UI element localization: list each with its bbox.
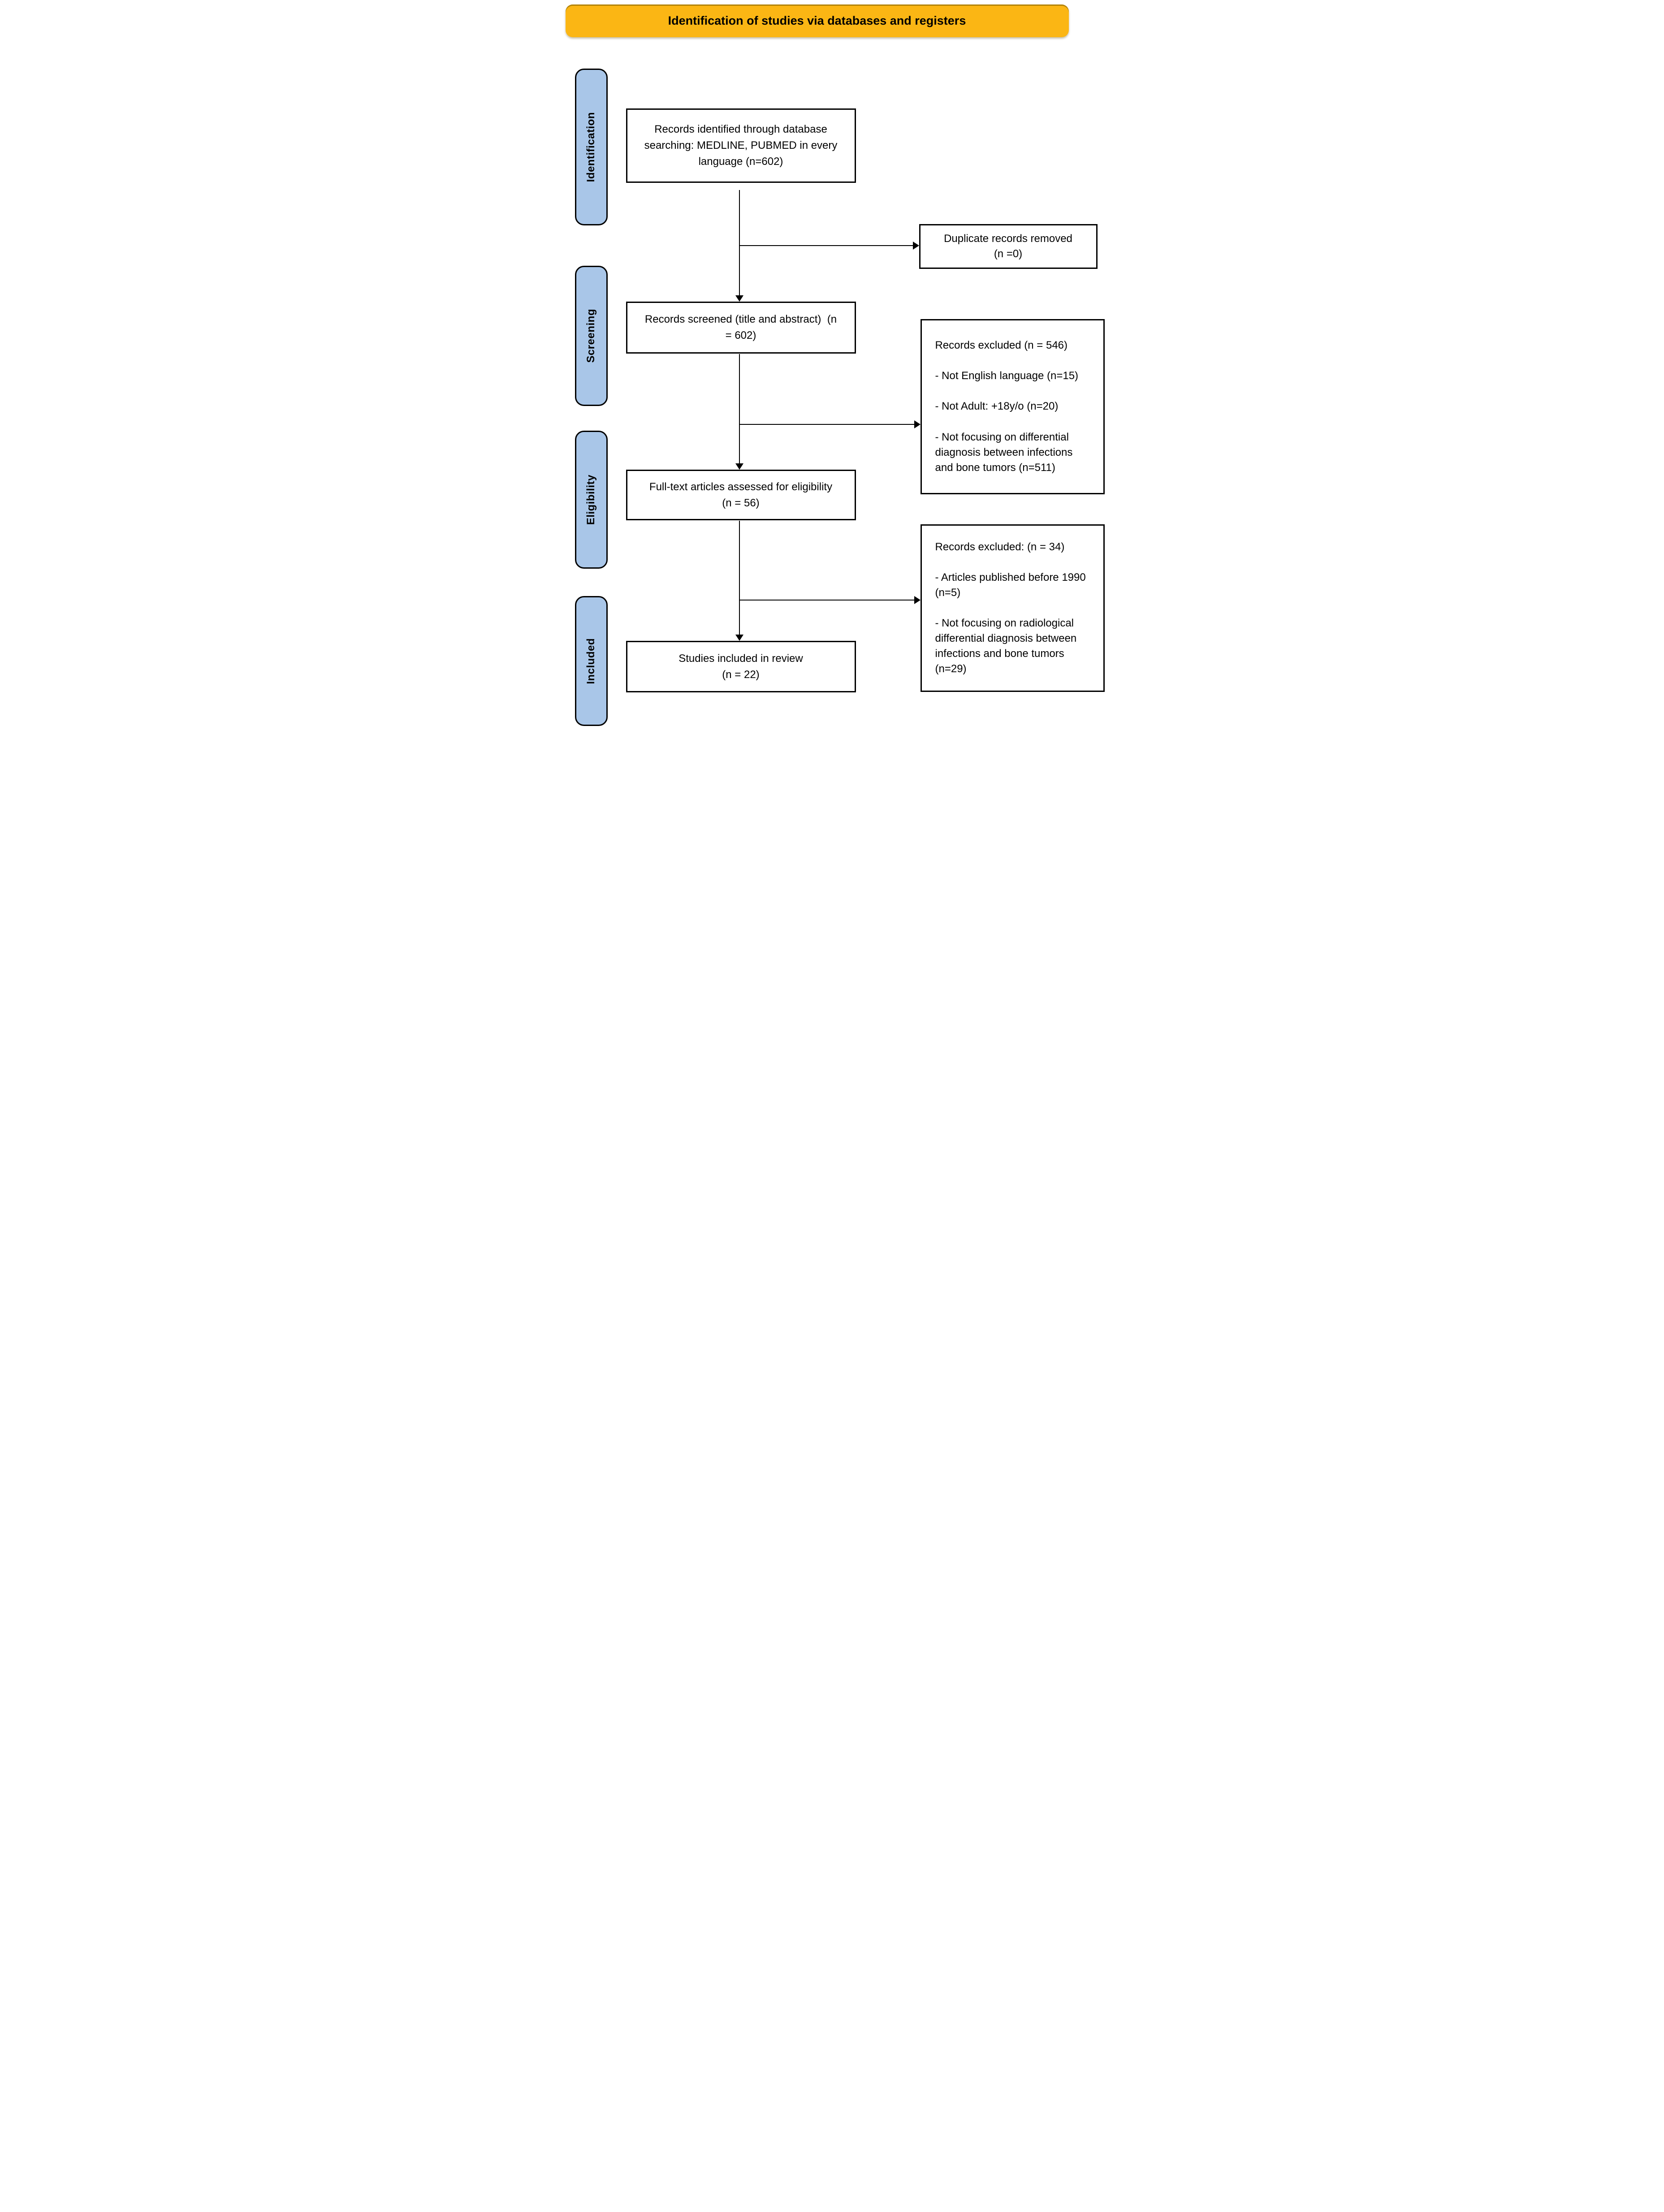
- arrow-right-icon: [914, 596, 921, 604]
- box-records-excluded-fulltext: Records excluded: (n = 34) - Articles pu…: [920, 524, 1105, 692]
- arrow-branch-to-excluded-screening-line: [739, 424, 915, 425]
- arrow-branch-to-excluded-fulltext-line: [739, 600, 915, 601]
- stage-bar-identification: Identification: [575, 69, 608, 225]
- box-records-excluded-screening: Records excluded (n = 546) - Not English…: [920, 319, 1105, 494]
- arrow-branch-to-duplicates-line: [739, 245, 913, 246]
- banner-title-label: Identification of studies via databases …: [668, 14, 966, 27]
- box-records-identified-line: Records identified through database: [654, 123, 827, 135]
- stage-label-eligibility: Eligibility: [585, 474, 597, 525]
- box-records-identified-line: language (n=602): [698, 156, 783, 168]
- arrow-fulltext-to-included-line: [739, 521, 740, 635]
- box-records-screened: Records screened (title and abstract) (n…: [626, 302, 856, 354]
- box-records-screened-line: Records screened (title and abstract) (n: [644, 313, 837, 325]
- box-studies-included: Studies included in review (n = 22): [626, 641, 856, 692]
- box-records-screened-line: = 602): [725, 329, 756, 341]
- box-records-identified-line: searching: MEDLINE, PUBMED in every: [644, 139, 838, 151]
- box-duplicate-records-removed: Duplicate records removed (n =0): [919, 224, 1098, 269]
- box-records-identified: Records identified through database sear…: [626, 108, 856, 183]
- excluded-screening-reason: - Not Adult: +18y/o (n=20): [935, 400, 1059, 413]
- arrow-down-icon: [735, 635, 743, 641]
- prisma-flow-diagram: Identification of studies via databases …: [554, 0, 1110, 737]
- excluded-screening-reason: - Not English language (n=15): [935, 370, 1079, 382]
- box-full-text-assessed-line: Full-text articles assessed for eligibil…: [649, 480, 833, 493]
- arrow-screened-to-fulltext-line: [739, 354, 740, 464]
- arrow-identified-to-screened-line: [739, 190, 740, 296]
- box-duplicates-line: Duplicate records removed: [944, 232, 1072, 245]
- banner-title: Identification of studies via databases …: [565, 4, 1069, 37]
- arrow-right-icon: [914, 420, 921, 428]
- arrow-right-icon: [912, 242, 919, 250]
- excluded-fulltext-header: Records excluded: (n = 34): [935, 540, 1065, 553]
- excluded-screening-reason: - Not focusing on differential diagnosis…: [935, 431, 1073, 474]
- stage-label-included: Included: [585, 638, 597, 684]
- arrow-down-icon: [735, 295, 743, 302]
- box-studies-included-line: Studies included in review: [679, 652, 803, 665]
- excluded-screening-header: Records excluded (n = 546): [935, 339, 1068, 352]
- stage-bar-eligibility: Eligibility: [575, 431, 608, 569]
- stage-label-identification: Identification: [585, 112, 597, 182]
- excluded-fulltext-reason: - Articles published before 1990 (n=5): [935, 571, 1086, 599]
- stage-label-screening: Screening: [585, 309, 597, 363]
- excluded-fulltext-reason: - Not focusing on radiological different…: [935, 617, 1077, 675]
- box-studies-included-line: (n = 22): [722, 668, 760, 681]
- stage-bar-included: Included: [575, 596, 608, 726]
- box-duplicates-line: (n =0): [994, 248, 1023, 260]
- arrow-down-icon: [735, 463, 743, 470]
- stage-bar-screening: Screening: [575, 266, 608, 406]
- box-full-text-assessed: Full-text articles assessed for eligibil…: [626, 470, 856, 520]
- box-full-text-assessed-line: (n = 56): [722, 497, 760, 509]
